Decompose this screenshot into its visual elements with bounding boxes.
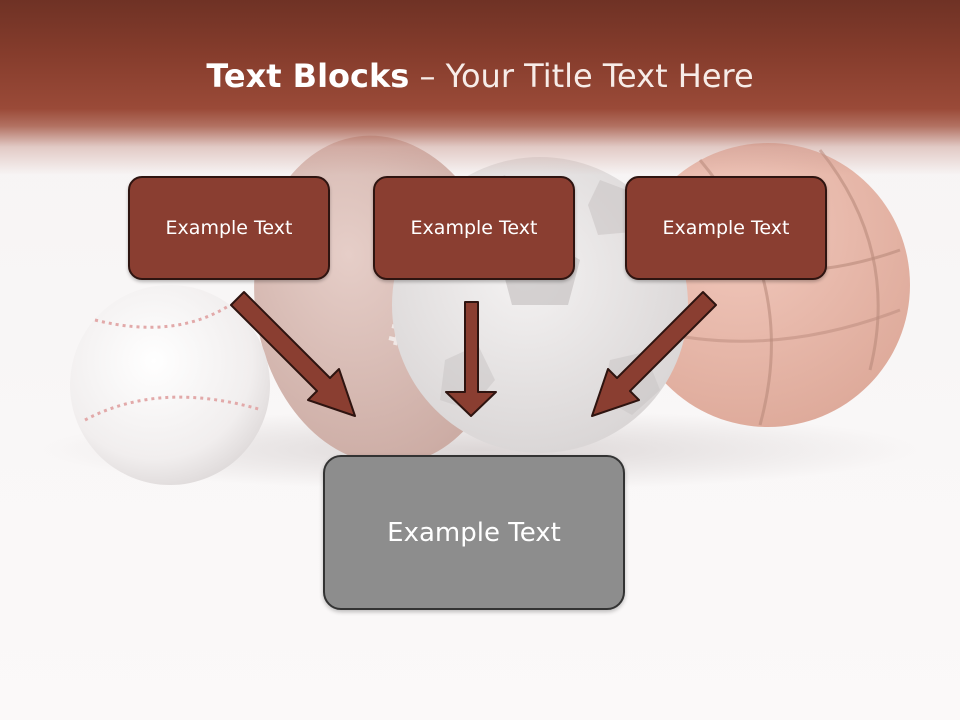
title-bold-text: Text Blocks bbox=[206, 57, 410, 95]
ball-shadow bbox=[40, 410, 920, 490]
text-block-1[interactable]: Example Text bbox=[128, 176, 330, 280]
text-block-3-label: Example Text bbox=[662, 217, 790, 239]
text-block-1-label: Example Text bbox=[165, 217, 293, 239]
text-block-2-label: Example Text bbox=[410, 217, 538, 239]
slide-title: Text Blocks – Your Title Text Here bbox=[0, 54, 960, 98]
title-rest-text: Your Title Text Here bbox=[445, 57, 754, 95]
title-separator: – bbox=[409, 57, 446, 95]
result-text-block[interactable]: Example Text bbox=[323, 455, 625, 610]
baseball-icon bbox=[70, 285, 270, 485]
text-block-3[interactable]: Example Text bbox=[625, 176, 827, 280]
text-block-2[interactable]: Example Text bbox=[373, 176, 575, 280]
header-band bbox=[0, 0, 960, 175]
result-text-block-label: Example Text bbox=[387, 517, 561, 548]
